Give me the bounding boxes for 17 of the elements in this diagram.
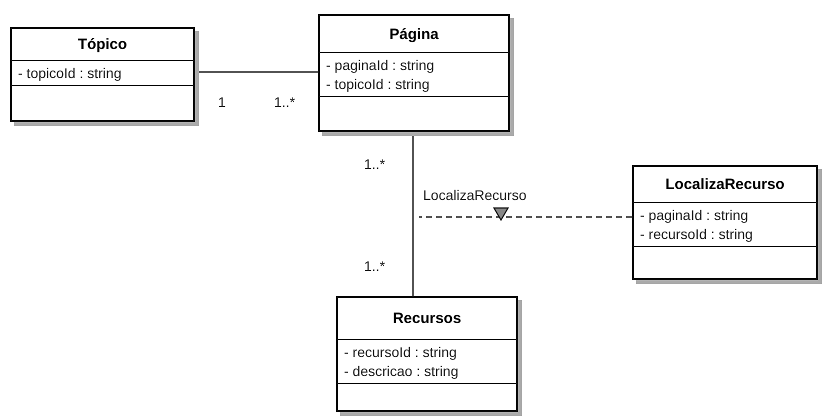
attribute-text: - recursoId : string: [344, 344, 458, 360]
association-class-line: [419, 216, 632, 218]
multiplicity-label: 1..*: [274, 94, 296, 110]
class-name: Tópico: [78, 36, 128, 53]
attribute-text: - recursoId : string: [640, 226, 754, 242]
attribute-text: - paginaId : string: [326, 57, 436, 73]
attribute-text: - topicoId : string: [18, 65, 122, 81]
multiplicity-label: 1: [218, 94, 226, 110]
class-name: LocalizaRecurso: [665, 176, 785, 193]
edge-label: LocalizaRecurso: [423, 187, 526, 203]
attribute-text: - paginaId : string: [640, 207, 750, 223]
multiplicity-label: 1..*: [364, 156, 386, 172]
multiplicity-label: 1..*: [364, 258, 386, 274]
attribute-text: - topicoId : string: [326, 76, 430, 92]
class-name: Recursos: [392, 310, 462, 327]
class-name: Página: [389, 26, 439, 42]
attribute-text: - descricao : string: [344, 363, 460, 379]
